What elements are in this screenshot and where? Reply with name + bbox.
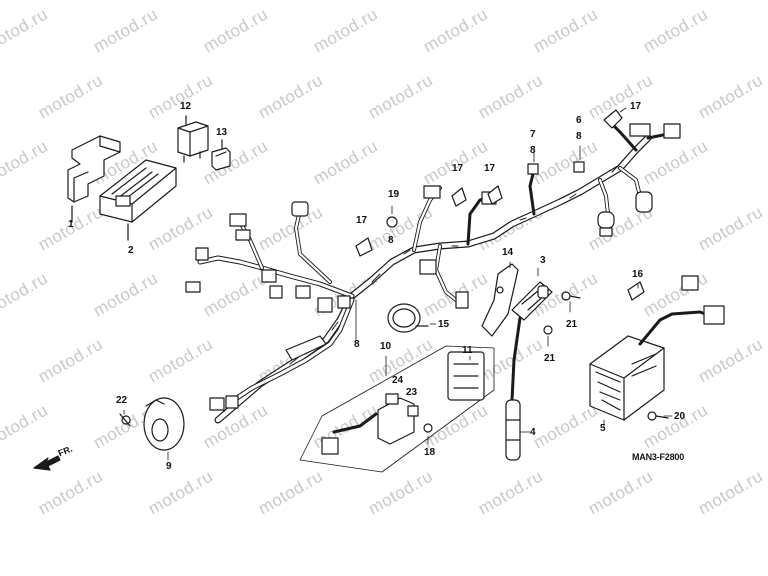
- part-10-assembly: [299, 345, 495, 473]
- callout-5: 5: [600, 423, 606, 434]
- callout-17b: 17: [452, 163, 464, 174]
- clips: [355, 109, 645, 301]
- part-2-control-unit: [99, 159, 177, 241]
- part-12-relay: [177, 115, 209, 163]
- part-5-regulator: [589, 275, 725, 421]
- callout-8c: 8: [354, 339, 360, 350]
- callout-23: 23: [406, 387, 418, 398]
- callout-15: 15: [438, 319, 450, 330]
- harness-connectors: [185, 123, 681, 411]
- callout-19: 19: [388, 189, 400, 200]
- main-harness: [197, 120, 680, 424]
- part-14-bracket: [481, 263, 519, 337]
- diagram-code: MAN3-F2800: [632, 452, 685, 462]
- callout-8a: 8: [530, 145, 536, 156]
- callout-12: 12: [180, 101, 192, 112]
- callout-21a: 21: [566, 319, 578, 330]
- part-4-ignition-coil: [505, 281, 553, 461]
- callout-3: 3: [540, 255, 546, 266]
- callout-20: 20: [674, 411, 686, 422]
- part-9-horn: [143, 397, 185, 451]
- callout-17c: 17: [484, 163, 496, 174]
- part-15-band: [387, 303, 429, 333]
- callout-11: 11: [462, 345, 473, 356]
- callout-22: 22: [116, 395, 128, 406]
- leader-lines: [123, 107, 673, 461]
- front-arrow-icon: [33, 455, 61, 471]
- part-13-clip: [211, 139, 231, 171]
- callout-2: 2: [128, 245, 134, 256]
- callout-9: 9: [166, 461, 172, 472]
- callout-7: 7: [530, 129, 536, 140]
- callout-17a: 17: [630, 101, 642, 112]
- callout-8d: 8: [388, 235, 394, 246]
- callout-24: 24: [392, 375, 404, 386]
- callout-21b: 21: [544, 353, 556, 364]
- part-1-bracket: [67, 135, 121, 223]
- callout-14: 14: [502, 247, 514, 258]
- callout-1: 1: [68, 219, 74, 230]
- callout-13: 13: [216, 127, 228, 138]
- callout-18: 18: [424, 447, 436, 458]
- callout-4: 4: [530, 427, 536, 438]
- callout-8b: 8: [576, 131, 582, 142]
- callout-6: 6: [576, 115, 582, 126]
- callout-10: 10: [380, 341, 392, 352]
- callout-16: 16: [632, 269, 644, 280]
- fasteners: [119, 216, 669, 427]
- callout-17d: 17: [356, 215, 368, 226]
